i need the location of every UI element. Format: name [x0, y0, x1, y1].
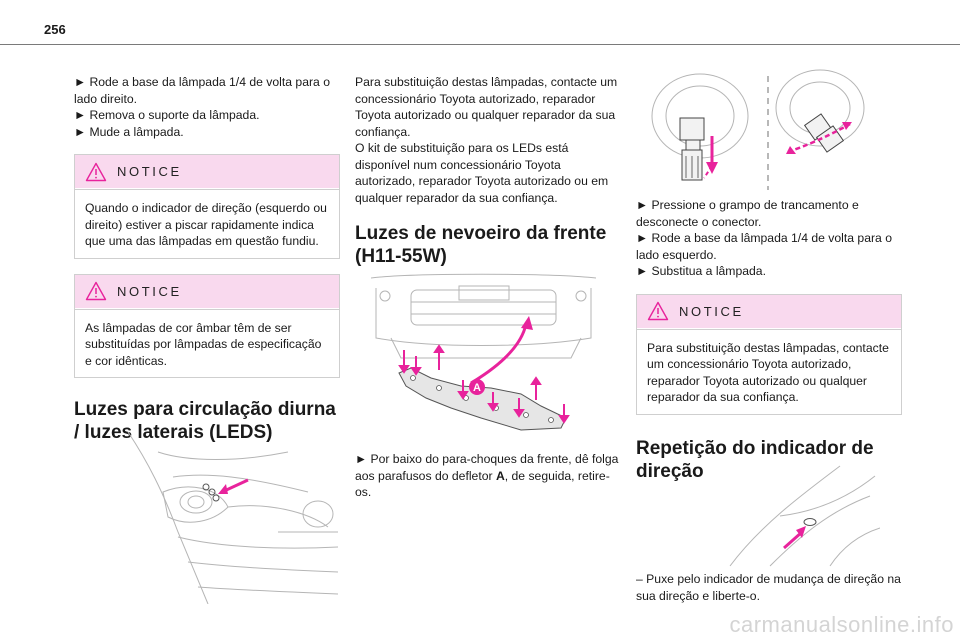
notice-body: Quando o indicador de direção (esquerdo … — [75, 189, 339, 258]
column-2: Para substituição destas lâmpadas, conta… — [355, 74, 621, 268]
section-heading: Luzes de nevoeiro da frente (H11-55W) — [355, 223, 607, 267]
warning-icon — [85, 162, 107, 181]
page-number: 256 — [44, 22, 66, 37]
footer-watermark: carmanualsonline.info — [729, 612, 954, 637]
kit-text: O kit de substituição para os LEDs está … — [355, 141, 609, 205]
column-2-step: ► Por baixo do para-choques da frente, d… — [355, 451, 621, 501]
notice-header: NOTICE — [75, 275, 339, 309]
intro-text: Para substituição destas lâmpadas, conta… — [355, 75, 618, 139]
step-text: ► Por baixo do para-choques da frente, d… — [355, 452, 619, 499]
notice-box: NOTICE Para substituição destas lâmpadas… — [636, 293, 902, 415]
notice-header: NOTICE — [637, 295, 901, 329]
notice-title: NOTICE — [117, 283, 182, 299]
notice-text: As lâmpadas de cor âmbar têm de ser subs… — [85, 320, 322, 368]
step-text: – Puxe pelo indicador de mudança de dire… — [636, 572, 901, 603]
warning-icon — [85, 281, 107, 301]
fog-lamp-deflector-illustration: A — [371, 273, 596, 431]
notice-body: Para substituição destas lâmpadas, conta… — [637, 328, 901, 414]
warning-icon — [647, 301, 669, 321]
notice-text: Quando o indicador de direção (esquerdo … — [85, 201, 327, 248]
section-heading: Luzes para circulação diurna / luzes lat… — [74, 399, 336, 443]
column-1: ► Rode a base da lâmpada 1/4 de volta pa… — [74, 74, 340, 444]
bold-label: A — [495, 468, 505, 483]
notice-box: NOTICE As lâmpadas de cor âmbar têm de s… — [74, 273, 340, 378]
notice-header: NOTICE — [75, 155, 339, 189]
top-rule — [0, 44, 960, 45]
side-repeater-illustration — [729, 465, 880, 567]
step-text: ► Substitua a lâmpada. — [636, 264, 766, 278]
deflector-label: A — [473, 382, 481, 394]
step-text: ► Remova o suporte da lâmpada. — [74, 108, 260, 122]
step-text: ► Mude a lâmpada. — [74, 124, 184, 139]
section-heading: Repetição do indicador de direção — [636, 437, 874, 482]
notice-title: NOTICE — [679, 303, 744, 319]
column-3-final-step: – Puxe pelo indicador de mudança de dire… — [636, 571, 902, 604]
notice-text: Para substituição destas lâmpadas, conta… — [647, 340, 889, 405]
column-3: ► Pressione o grampo de trancamento e de… — [636, 197, 902, 483]
notice-body: As lâmpadas de cor âmbar têm de ser subs… — [75, 308, 339, 377]
notice-box: NOTICE Quando o indicador de direção (es… — [74, 154, 340, 259]
step-text: ► Rode a base da lâmpada 1/4 de volta pa… — [74, 75, 330, 106]
step-text: ► Rode a base da lâmpada 1/4 de volta pa… — [636, 231, 892, 262]
notice-title: NOTICE — [117, 164, 182, 179]
step-text: ► Pressione o grampo de trancamento e de… — [636, 198, 859, 229]
headlamp-drl-illustration — [127, 432, 338, 604]
fog-lamp-connector-illustration — [651, 69, 865, 190]
